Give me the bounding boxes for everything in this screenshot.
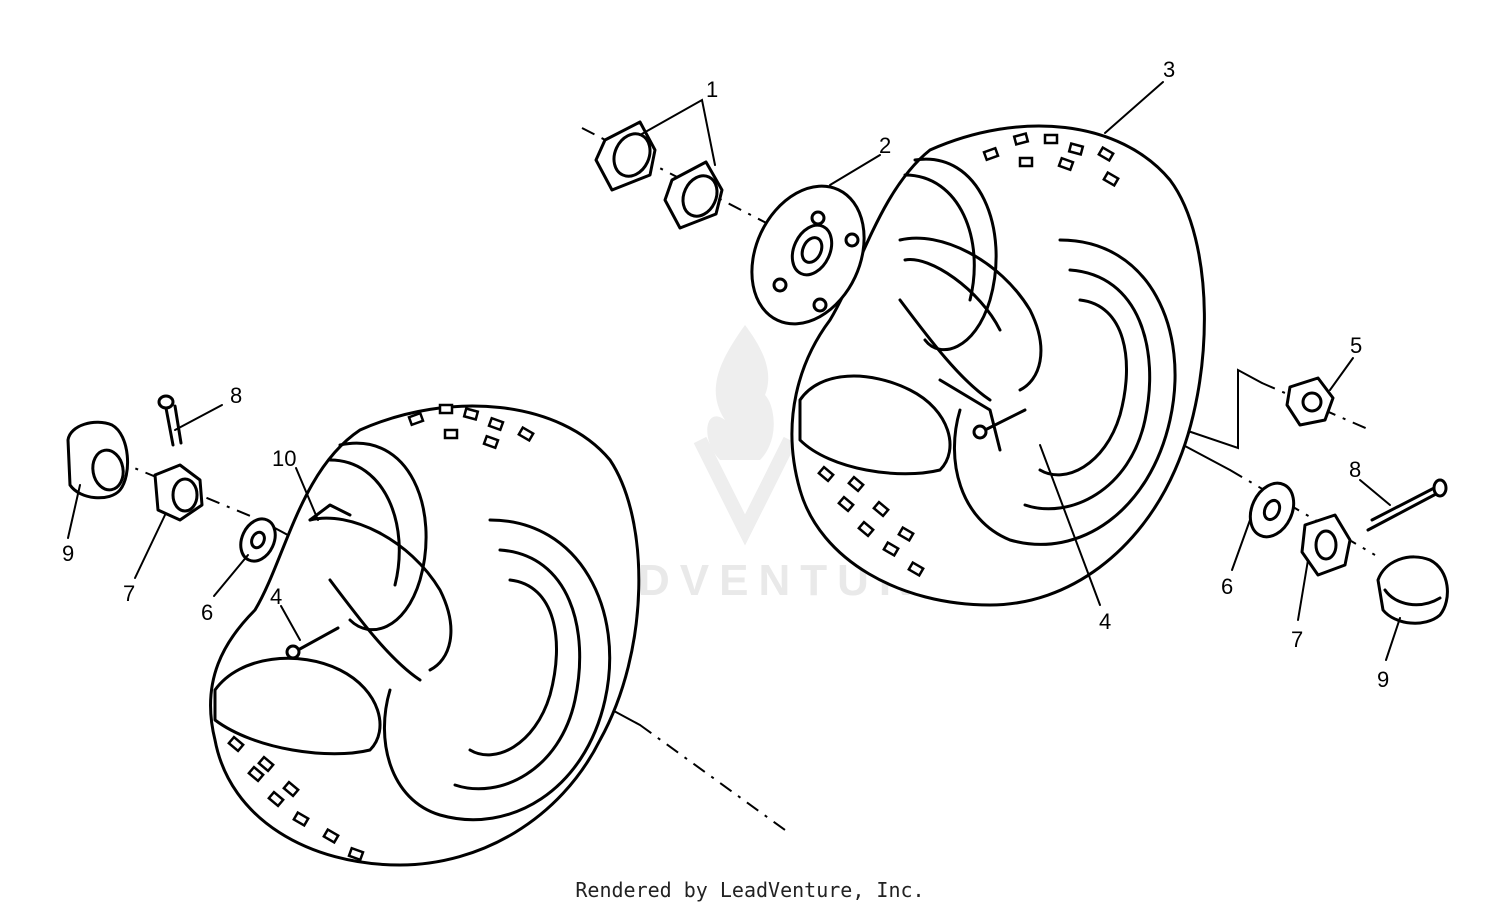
right-tire-tread bbox=[817, 132, 1120, 578]
left-hardware bbox=[66, 394, 277, 563]
callouts: 1 2 3 4 5 6 7 8 9 8 10 9 7 6 4 bbox=[62, 57, 1389, 692]
callout-9-left: 9 bbox=[62, 541, 74, 566]
callout-1: 1 bbox=[706, 77, 718, 102]
leader-lines bbox=[67, 81, 1401, 661]
callout-8-right: 8 bbox=[1349, 457, 1361, 482]
left-tire-tread bbox=[227, 403, 535, 862]
callout-4-right: 4 bbox=[1099, 609, 1111, 634]
callout-4-left: 4 bbox=[270, 584, 282, 609]
right-wheel-assembly bbox=[790, 124, 1206, 607]
callout-5: 5 bbox=[1350, 333, 1362, 358]
render-credit: Rendered by LeadVenture, Inc. bbox=[575, 878, 925, 902]
left-wheel-assembly bbox=[209, 403, 641, 867]
watermark-v-icon bbox=[693, 436, 797, 546]
lock-nuts bbox=[594, 120, 724, 230]
callout-7-right: 7 bbox=[1291, 627, 1303, 652]
watermark-flame-icon bbox=[707, 325, 774, 460]
callout-6-right: 6 bbox=[1221, 574, 1233, 599]
callout-10: 10 bbox=[272, 446, 296, 471]
callout-6-left: 6 bbox=[201, 600, 213, 625]
right-hardware bbox=[1248, 376, 1449, 625]
callout-3: 3 bbox=[1163, 57, 1175, 82]
callout-2: 2 bbox=[879, 133, 891, 158]
callout-7-left: 7 bbox=[123, 581, 135, 606]
callout-8-left: 8 bbox=[230, 383, 242, 408]
hub bbox=[750, 184, 866, 326]
studs bbox=[285, 408, 1027, 660]
callout-9-right: 9 bbox=[1377, 667, 1389, 692]
